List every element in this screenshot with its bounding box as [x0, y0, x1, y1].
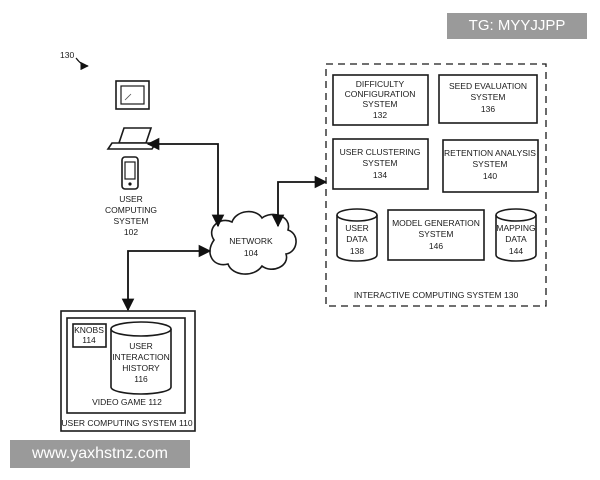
history-line3: HISTORY — [122, 363, 160, 373]
interactive-system-caption: INTERACTIVE COMPUTING SYSTEM 130 — [354, 290, 519, 300]
model-gen-line1: MODEL GENERATION — [392, 218, 480, 228]
difficulty-config-box: DIFFICULTY CONFIGURATION SYSTEM 132 — [332, 74, 429, 126]
difficulty-num: 132 — [373, 110, 387, 120]
mapping-num: 144 — [509, 246, 523, 256]
mapping-line2: DATA — [505, 234, 527, 244]
mapping-line1: MAPPING — [496, 223, 535, 233]
retention-line1: RETENTION ANALYSIS — [444, 148, 536, 158]
watermark-bottom: www.yaxhstnz.com — [10, 440, 190, 468]
retention-line2: SYSTEM — [473, 159, 508, 169]
history-line2: INTERACTION — [112, 352, 170, 362]
seed-num: 136 — [481, 104, 495, 114]
laptop-icon — [106, 127, 158, 150]
network-num: 104 — [244, 248, 258, 258]
user-data-cylinder: USER DATA 138 — [336, 208, 378, 262]
seed-line2: SYSTEM — [471, 92, 506, 102]
model-generation-box: MODEL GENERATION SYSTEM 146 — [387, 209, 485, 261]
clustering-line2: SYSTEM — [363, 158, 398, 168]
network-interactive-link — [271, 175, 328, 228]
clustering-num: 134 — [373, 170, 387, 180]
monitor-icon — [115, 80, 150, 110]
knobs-label: KNOBS — [74, 325, 104, 335]
mapping-data-cylinder: MAPPING DATA 144 — [495, 208, 537, 262]
retention-analysis-box: RETENTION ANALYSIS SYSTEM 140 — [442, 139, 539, 193]
devices-label-line2: COMPUTING — [105, 205, 157, 215]
devices-label-line1: USER — [119, 194, 143, 204]
seed-evaluation-box: SEED EVALUATION SYSTEM 136 — [438, 74, 538, 124]
knobs-num: 114 — [82, 335, 96, 345]
difficulty-line1: DIFFICULTY — [356, 79, 405, 89]
user-data-num: 138 — [350, 246, 364, 256]
history-cylinder: USER INTERACTION HISTORY 116 — [110, 321, 172, 395]
network-cloud — [209, 210, 297, 275]
figure-ref-label: 130 — [60, 50, 74, 60]
user-clustering-box: USER CLUSTERING SYSTEM 134 — [332, 138, 429, 190]
devices-label-num: 102 — [124, 227, 138, 237]
difficulty-line2: CONFIGURATION — [345, 89, 416, 99]
retention-num: 140 — [483, 171, 497, 181]
knobs-box: KNOBS 114 — [72, 323, 107, 348]
network-user-system-link — [121, 244, 212, 312]
video-game-caption: VIDEO GAME 112 — [92, 397, 162, 407]
user-data-line2: DATA — [346, 234, 368, 244]
user-system-110-caption: USER COMPUTING SYSTEM 110 — [61, 418, 192, 428]
phone-icon — [121, 156, 139, 190]
history-line1: USER — [129, 341, 153, 351]
devices-network-link — [146, 137, 225, 228]
seed-line1: SEED EVALUATION — [449, 81, 527, 91]
network-label: NETWORK — [229, 236, 273, 246]
interactive-computing-system — [325, 63, 547, 307]
watermark-top: TG: MYYJJPP — [447, 13, 587, 39]
figure-ref-arrow — [75, 57, 89, 71]
user-data-line1: USER — [345, 223, 369, 233]
clustering-line1: USER CLUSTERING — [340, 147, 421, 157]
model-gen-num: 146 — [429, 241, 443, 251]
model-gen-line2: SYSTEM — [419, 229, 454, 239]
devices-label-line3: SYSTEM — [114, 216, 149, 226]
difficulty-line3: SYSTEM — [363, 99, 398, 109]
history-num: 116 — [134, 374, 148, 384]
